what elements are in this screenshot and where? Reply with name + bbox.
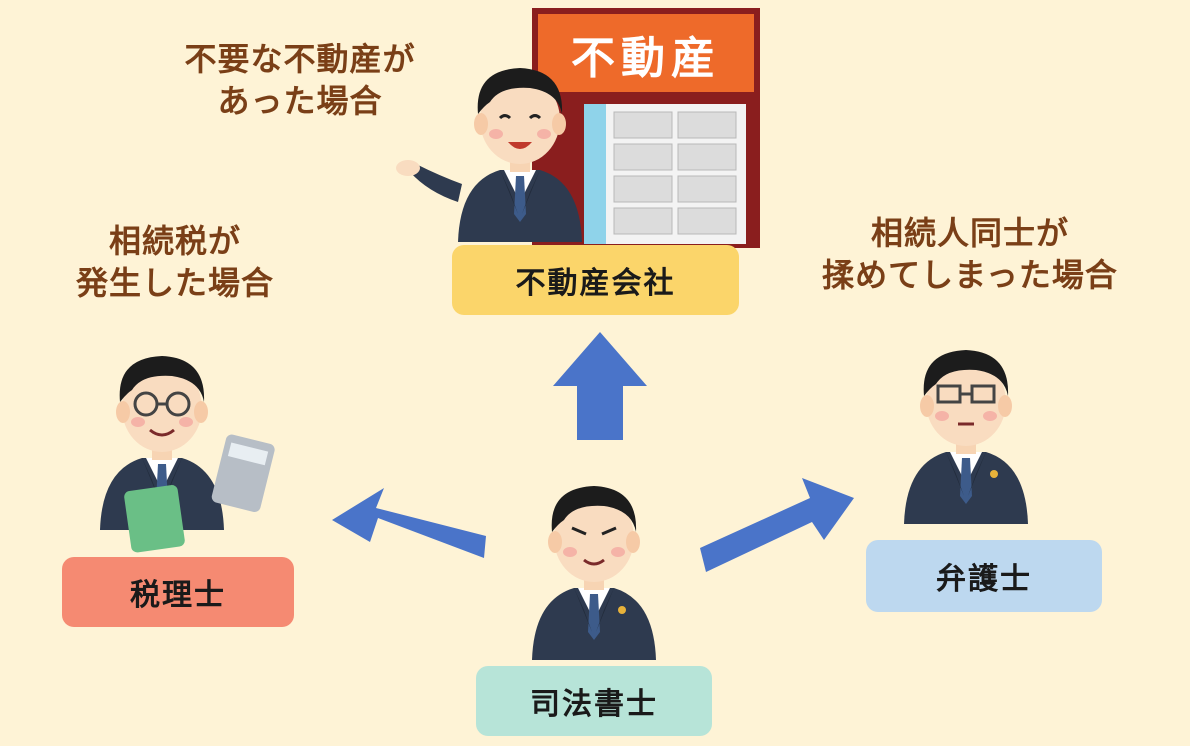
caption-tax-line-2: 発生した場合	[75, 264, 274, 302]
judicial-scrivener-illustration	[532, 486, 656, 660]
arrow-up	[553, 332, 647, 440]
arrow-right	[700, 478, 854, 572]
caption-tax-line-1: 相続税が	[108, 222, 241, 260]
caption-real-estate: 不要な不動産が あった場合	[150, 38, 450, 122]
judicial-scrivener-box: 司法書士	[476, 666, 712, 736]
real-estate-agent-illustration	[396, 68, 582, 242]
caption-real-estate-line-1: 不要な不動産が	[184, 40, 416, 78]
tax-accountant-illustration	[100, 356, 275, 553]
caption-tax: 相続税が 発生した場合	[30, 220, 320, 304]
arrow-left	[332, 488, 486, 558]
caption-lawyer: 相続人同士が 揉めてしまった場合	[770, 212, 1170, 296]
real-estate-company-box: 不動産会社	[452, 245, 739, 315]
caption-lawyer-line-1: 相続人同士が	[870, 214, 1069, 252]
lawyer-illustration	[904, 350, 1028, 524]
shop-sign: 不動産	[571, 33, 721, 84]
caption-lawyer-line-2: 揉めてしまった場合	[822, 256, 1118, 294]
lawyer-box: 弁護士	[866, 540, 1102, 612]
caption-real-estate-line-2: あった場合	[217, 82, 383, 120]
real-estate-shop-illustration	[532, 8, 760, 248]
tax-accountant-box: 税理士	[62, 557, 294, 627]
